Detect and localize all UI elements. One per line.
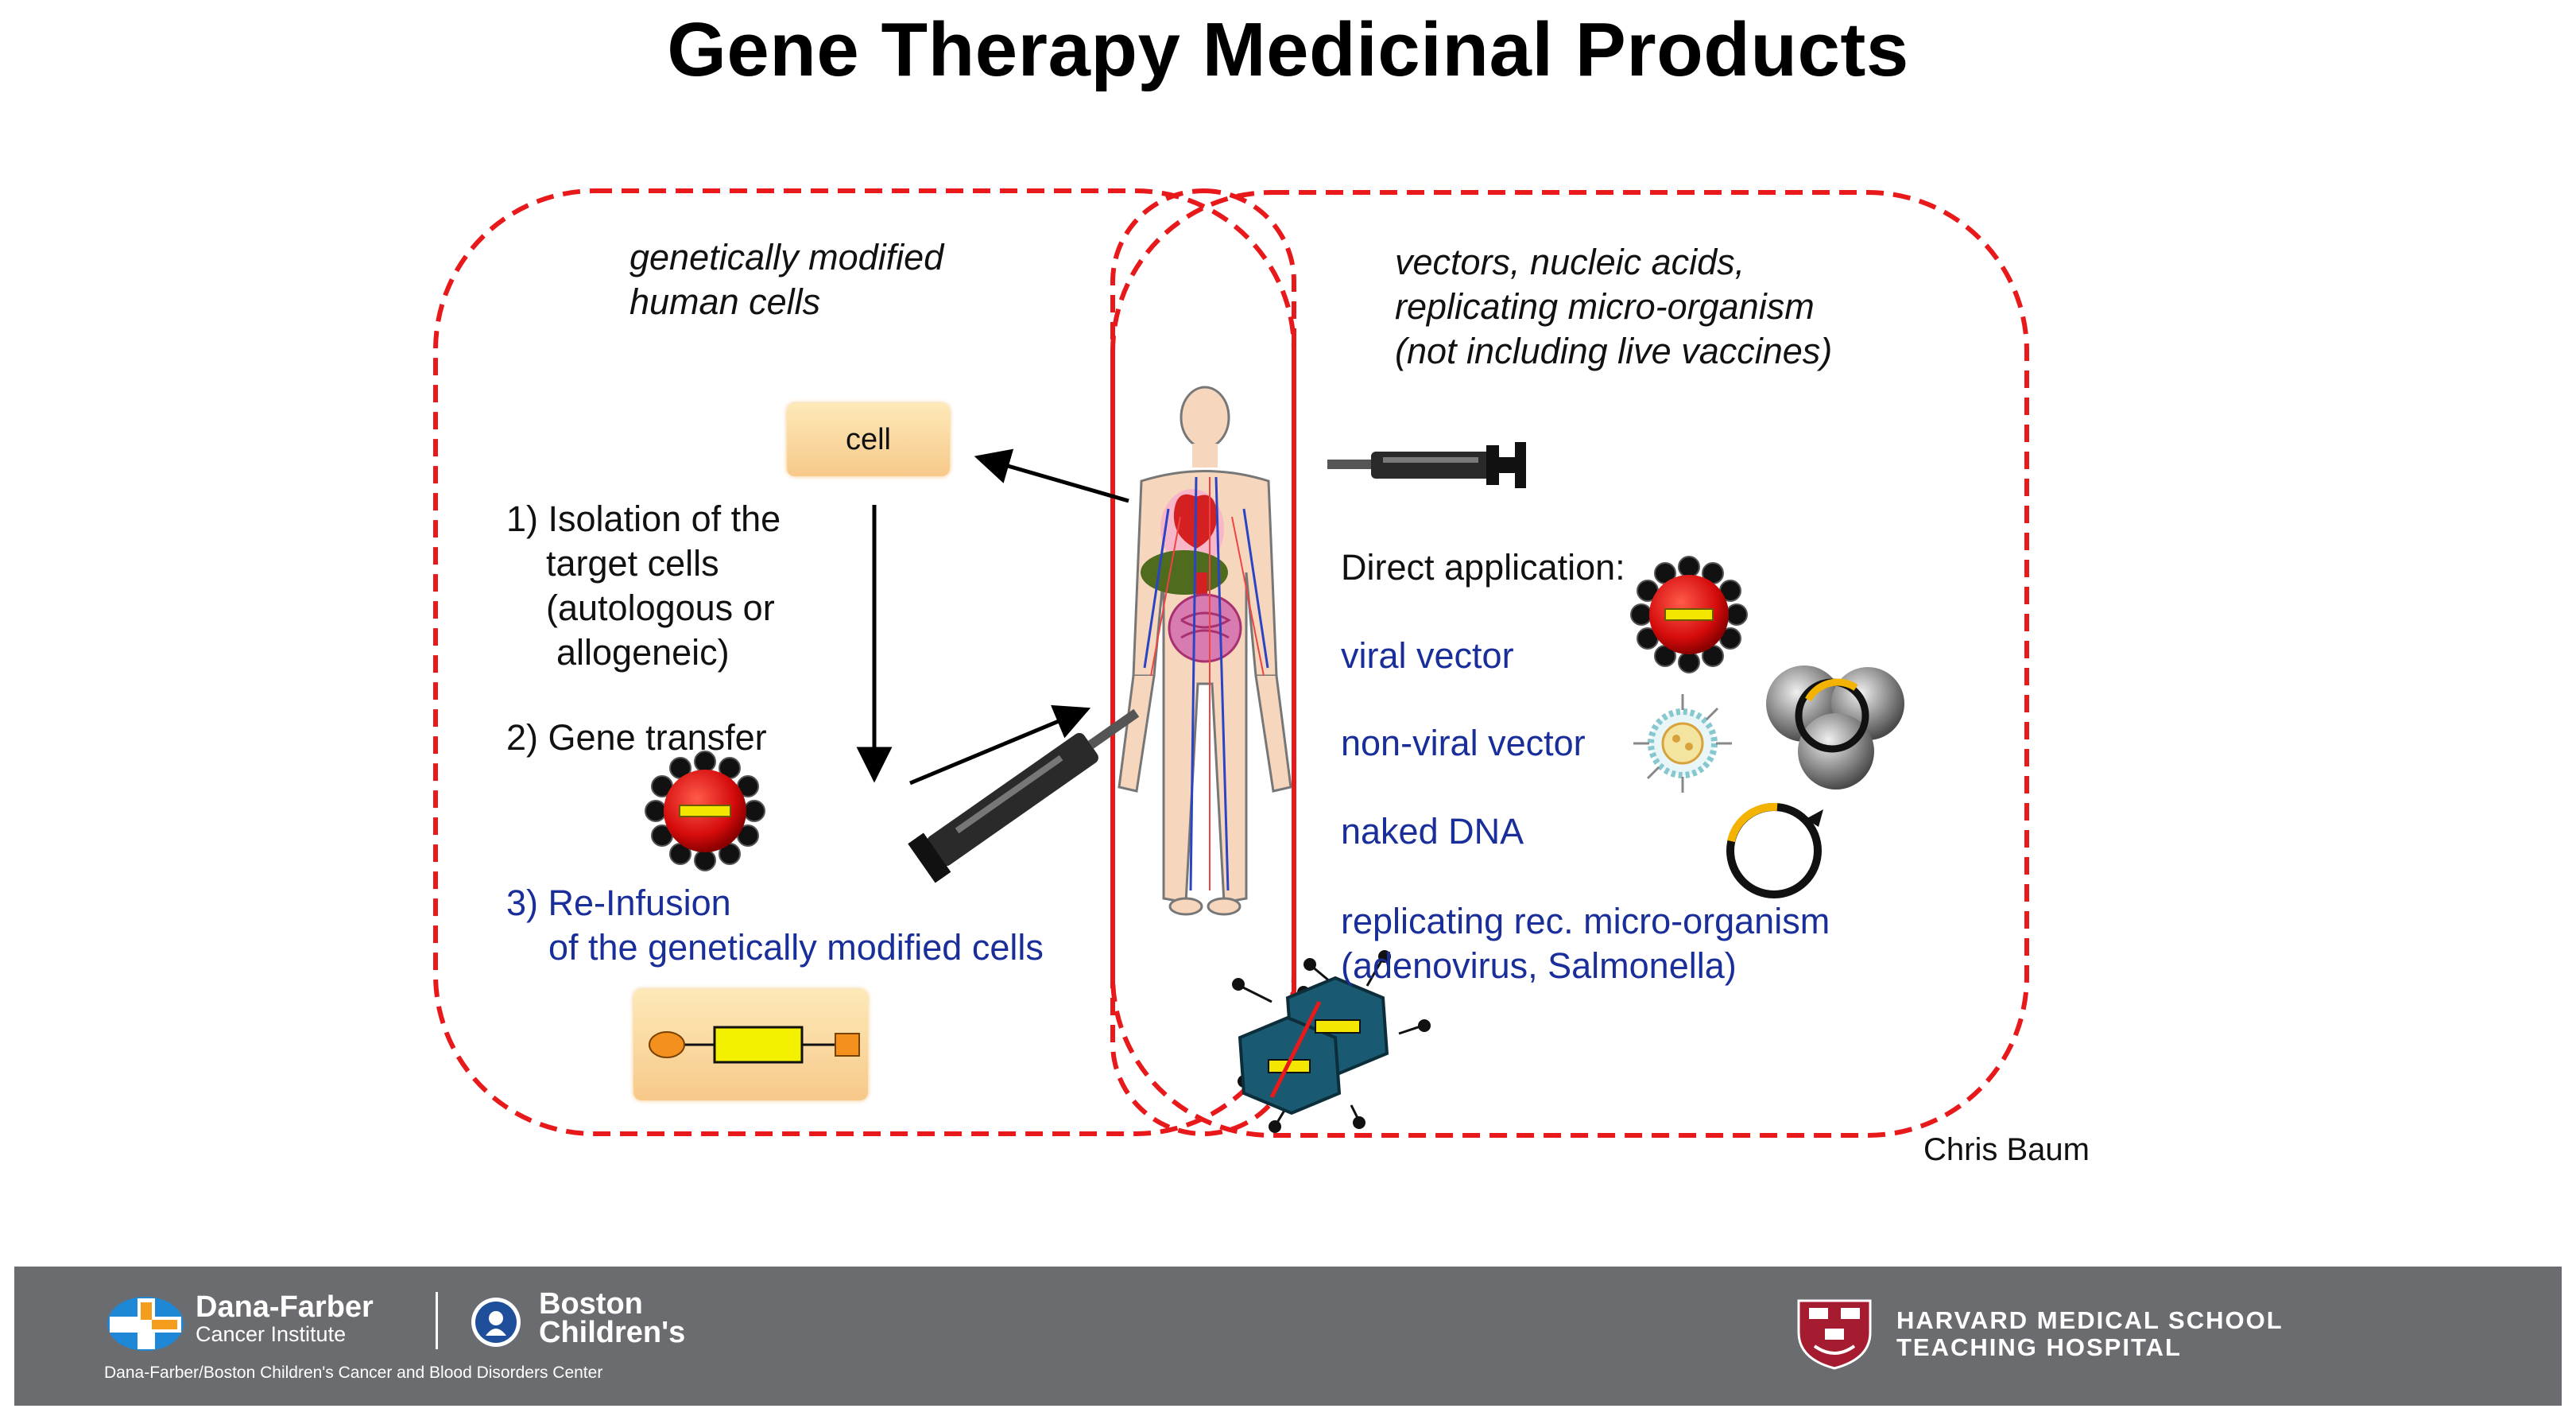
- left-heading-line1: genetically modified: [629, 237, 944, 277]
- step1-line1: 1) Isolation of the: [506, 499, 781, 539]
- cell-label: cell: [845, 423, 892, 456]
- step2-label: 2) Gene transfer: [506, 717, 767, 758]
- harvard-line1: HARVARD MEDICAL SCHOOL: [1896, 1306, 2284, 1334]
- boston-childrens-line2: Children's: [539, 1316, 686, 1349]
- slide-title: Gene Therapy Medicinal Products: [667, 7, 1909, 92]
- plasmid-dna-icon: [1726, 802, 1823, 898]
- left-dashed-region: [433, 188, 1296, 1136]
- center-dashed-ellipse: [1110, 188, 1296, 1136]
- center-name: Dana-Farber/Boston Children's Cancer and…: [104, 1364, 603, 1382]
- step1-line4: allogeneic): [556, 632, 730, 673]
- footer-bar: Dana-Farber Cancer Institute Boston Chil…: [14, 1267, 2562, 1406]
- human-body-icon: [1118, 386, 1292, 916]
- gray-nanoparticle-icon: [1766, 665, 1904, 790]
- syringe-direct-icon: [1327, 442, 1526, 488]
- replicating-organism-examples: (adenovirus, Salmonella): [1341, 945, 1737, 986]
- modified-cell-box: [633, 989, 868, 1100]
- boston-childrens-logo-icon: [471, 1298, 521, 1347]
- step1-line3: (autologous or: [546, 588, 775, 628]
- liposome-icon: [1633, 694, 1732, 793]
- boston-childrens-line1: Boston: [539, 1287, 643, 1321]
- arrow-to-body: [909, 704, 1091, 786]
- footer-divider: [436, 1292, 438, 1349]
- syringe-infusion-icon: [908, 708, 1140, 883]
- step3-line1: 3) Re-Infusion: [506, 883, 731, 923]
- credit-label: Chris Baum: [1923, 1132, 2090, 1167]
- viral-vector-icon-right: [1630, 556, 1748, 673]
- diagram-graphics: [433, 188, 2029, 1138]
- dana-farber-name: Dana-Farber: [196, 1290, 374, 1324]
- arrow-body-to-cell: [974, 448, 1129, 503]
- dana-farber-logo-icon: [107, 1297, 184, 1351]
- viral-vector-label: viral vector: [1341, 635, 1514, 676]
- dana-farber-subtitle: Cancer Institute: [196, 1322, 347, 1346]
- adenovirus-icon: [1232, 950, 1431, 1133]
- cell-box: cell: [787, 403, 950, 476]
- non-viral-vector-label: non-viral vector: [1341, 723, 1586, 763]
- harvard-shield-icon: [1797, 1299, 1872, 1370]
- left-heading-line2: human cells: [629, 281, 821, 322]
- right-heading-line1: vectors, nucleic acids,: [1395, 242, 1745, 282]
- right-heading-line3: (not including live vaccines): [1395, 331, 1833, 371]
- viral-vector-icon-left: [645, 751, 765, 871]
- direct-application-label: Direct application:: [1341, 547, 1625, 588]
- naked-dna-label: naked DNA: [1341, 811, 1524, 852]
- right-dashed-region: [1110, 190, 2029, 1138]
- gene-construct-icon: [649, 1026, 860, 1064]
- step1-line2: target cells: [546, 543, 719, 584]
- step3-line2: of the genetically modified cells: [548, 927, 1044, 968]
- replicating-organism-label: replicating rec. micro-organism: [1341, 901, 1830, 941]
- right-heading-line2: replicating micro-organism: [1395, 286, 1815, 327]
- harvard-line2: TEACHING HOSPITAL: [1896, 1333, 2182, 1361]
